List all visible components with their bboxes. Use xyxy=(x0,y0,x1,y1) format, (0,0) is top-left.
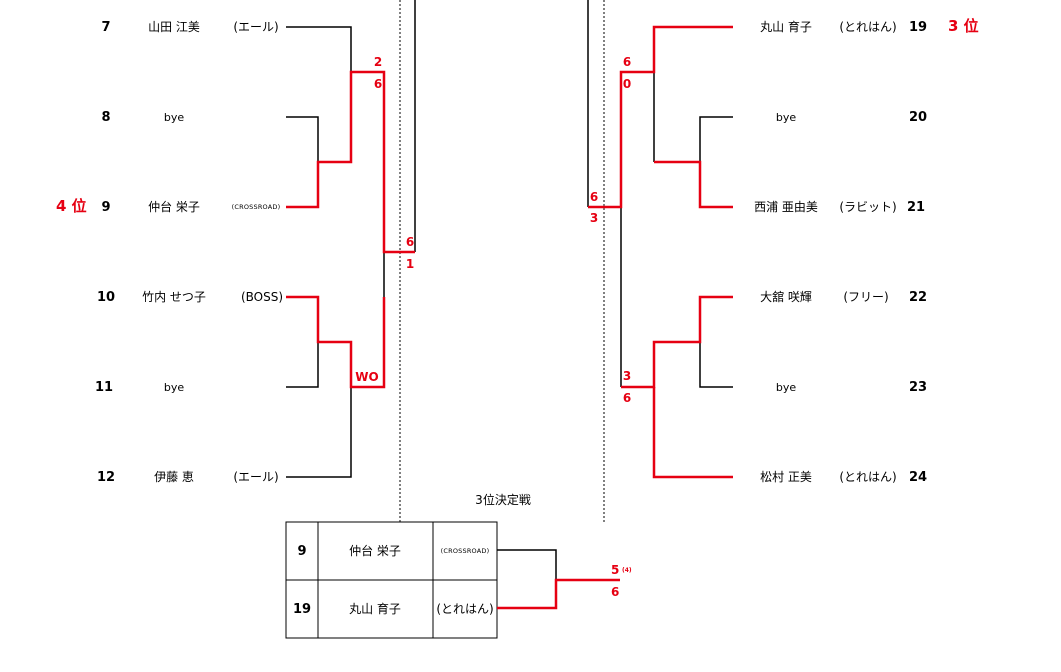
left-winning-lines xyxy=(286,70,415,389)
player-name: 仲台 栄子 xyxy=(148,200,200,214)
bye-label: bye xyxy=(775,111,797,124)
player-name: 丸山 育子 xyxy=(349,602,401,616)
right-losing-lines xyxy=(587,0,733,388)
player-name: 山田 江美 xyxy=(148,20,200,34)
rank-3rd-label: 3 位 xyxy=(948,17,979,35)
entry-number: 7 xyxy=(101,20,111,35)
entry-number: 19 xyxy=(292,602,312,617)
entry-number: 9 xyxy=(101,200,111,215)
tiebreak-score: (4) xyxy=(622,567,632,574)
club-name: (とれはん) xyxy=(839,470,897,484)
club-name: (とれはん) xyxy=(436,602,494,616)
player-name: 丸山 育子 xyxy=(760,20,812,34)
bye-label: bye xyxy=(775,381,797,394)
entry-number: 19 xyxy=(908,20,928,35)
score: 6 xyxy=(622,391,632,405)
entry-number: 12 xyxy=(96,470,116,485)
player-name: 仲台 栄子 xyxy=(349,544,401,558)
entry-number: 10 xyxy=(96,290,116,305)
third-place-losing-line xyxy=(497,549,557,580)
player-name: 松村 正美 xyxy=(760,470,812,484)
club-name: (ラビット) xyxy=(839,200,897,214)
third-place-table-grid xyxy=(285,521,498,639)
left-losing-lines xyxy=(286,0,416,478)
club-name: (CROSSROAD) xyxy=(231,203,281,211)
club-name: (BOSS) xyxy=(240,290,284,304)
score: 6 xyxy=(405,235,415,249)
club-name: (とれはん) xyxy=(839,20,897,34)
player-name: 西浦 亜由美 xyxy=(754,200,818,214)
entry-number: 22 xyxy=(908,290,928,305)
right-winning-lines xyxy=(588,25,733,479)
club-name: (エール) xyxy=(233,470,279,484)
bye-label: bye xyxy=(163,381,185,394)
entry-number: 23 xyxy=(908,380,928,395)
third-place-title: 3位決定戦 xyxy=(475,493,531,507)
score: 5 xyxy=(611,563,620,577)
score: 6 xyxy=(589,190,599,204)
third-place-winning-line xyxy=(497,578,620,610)
club-name: (CROSSROAD) xyxy=(440,547,490,555)
club-name: (フリー) xyxy=(843,290,889,304)
score: 3 xyxy=(622,369,632,383)
entry-number: 11 xyxy=(94,380,114,395)
entry-number: 21 xyxy=(906,200,926,215)
rank-4th-label: 4 位 xyxy=(56,197,87,215)
entry-number: 24 xyxy=(908,470,928,485)
score: 6 xyxy=(373,77,383,91)
score: 0 xyxy=(622,77,632,91)
score: 6 xyxy=(611,585,620,599)
bye-label: bye xyxy=(163,111,185,124)
score: 2 xyxy=(373,55,383,69)
score: 3 xyxy=(589,211,599,225)
score-walkover: WO xyxy=(355,370,379,384)
player-name: 伊藤 恵 xyxy=(154,470,194,484)
player-name: 竹内 せつ子 xyxy=(142,290,206,304)
player-name: 大舘 咲輝 xyxy=(760,290,812,304)
score: 1 xyxy=(405,257,415,271)
club-name: (エール) xyxy=(233,20,279,34)
entry-number: 20 xyxy=(908,110,928,125)
entry-number: 8 xyxy=(101,110,111,125)
entry-number: 9 xyxy=(297,544,307,559)
score: 6 xyxy=(622,55,632,69)
